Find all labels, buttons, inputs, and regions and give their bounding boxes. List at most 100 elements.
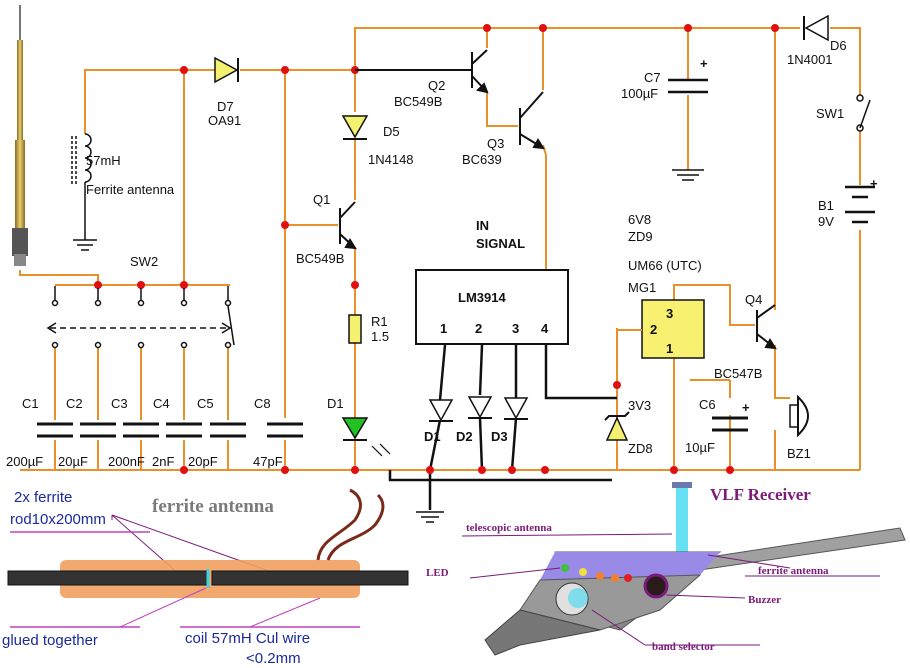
d6-diode	[803, 14, 829, 42]
c3-value: 200nF	[108, 454, 145, 469]
ferrite-label: ferrite antenna	[758, 565, 829, 577]
q2-transistor	[355, 49, 489, 94]
q4-transistor	[756, 304, 777, 350]
c2-name: C2	[66, 396, 83, 411]
ferrite-antenna-title: ferrite antenna	[152, 496, 274, 517]
ic-name: LM3914	[458, 290, 506, 305]
bar-leds	[428, 396, 529, 422]
buzzer-label: Buzzer	[748, 594, 781, 606]
d5-name: D5	[383, 124, 400, 139]
c5-name: C5	[197, 396, 214, 411]
sw1-name: SW1	[816, 106, 844, 121]
b1-name: B1	[818, 198, 834, 213]
c1-name: C1	[22, 396, 39, 411]
c4-value: 2nF	[152, 454, 174, 469]
c6-capacitor	[712, 416, 748, 432]
d5-type: 1N4148	[368, 152, 414, 167]
ferrite-inductor	[71, 133, 97, 251]
bz1-name: BZ1	[787, 446, 811, 461]
zd9-value: 6V8	[628, 212, 651, 227]
coil-caption-2: <0.2mm	[246, 650, 301, 667]
zd8-value: 3V3	[628, 398, 651, 413]
svg-text:+: +	[742, 400, 750, 415]
q2-name: Q2	[428, 78, 445, 93]
q3-transistor	[519, 91, 545, 150]
q4-type: BC547B	[714, 366, 762, 381]
c1-value: 200µF	[6, 454, 43, 469]
mg1-type: UM66 (UTC)	[628, 258, 702, 273]
ic-pin4: 4	[541, 321, 549, 336]
sw2-band-switch	[46, 286, 235, 349]
lm3914-chip	[415, 269, 569, 345]
c7-capacitor	[668, 78, 708, 181]
inductor-value: 57mH	[86, 153, 121, 168]
led-d2: D2	[456, 429, 473, 444]
coil-caption-1: coil 57mH Cul wire	[185, 630, 310, 647]
led-d1: D1	[424, 429, 441, 444]
r1-value: 1.5	[371, 329, 389, 344]
mg1-name: MG1	[628, 280, 656, 295]
q1-name: Q1	[313, 192, 330, 207]
c4-name: C4	[153, 396, 170, 411]
q2-type: BC549B	[394, 94, 442, 109]
svg-text:+: +	[700, 56, 708, 71]
rod-caption-1: 2x ferrite	[14, 489, 72, 506]
buzzer-symbol	[789, 394, 809, 438]
led-label: LED	[426, 567, 449, 579]
telescopic-label: telescopic antenna	[466, 522, 552, 534]
q1-transistor	[339, 201, 357, 250]
chip-wires	[388, 270, 617, 510]
ground-symbol	[416, 511, 444, 523]
d7-type: OA91	[208, 113, 241, 128]
sw2-name: SW2	[130, 254, 158, 269]
c3-name: C3	[111, 396, 128, 411]
ic-pin3: 3	[512, 321, 519, 336]
in-signal-1: IN	[476, 218, 489, 233]
mg-pin3: 3	[666, 306, 673, 321]
power-led	[341, 417, 391, 457]
sw1-switch	[856, 94, 871, 132]
vlf-receiver-title: VLF Receiver	[710, 485, 811, 504]
c5-value: 20pF	[188, 454, 218, 469]
c7-name: C7	[644, 70, 661, 85]
zd8-name: ZD8	[628, 441, 653, 456]
d6-type: 1N4001	[787, 52, 833, 67]
telescopic-antenna-symbol	[12, 5, 28, 266]
d7-name: D7	[217, 99, 234, 114]
r1-resistor	[348, 314, 362, 344]
c6-name: C6	[699, 397, 716, 412]
svg-text:+: +	[870, 176, 878, 191]
led-d3: D3	[491, 429, 508, 444]
ic-pin1: 1	[440, 321, 447, 336]
band-capacitors	[37, 422, 303, 438]
r1-name: R1	[371, 314, 388, 329]
d5-diode	[341, 115, 369, 140]
vlf-receiver-drawing	[461, 482, 906, 656]
mg-pin1: 1	[666, 341, 673, 356]
ferrite-rod-drawing	[7, 488, 409, 628]
glued-caption: glued together	[2, 632, 98, 649]
mg1-chip	[641, 299, 705, 359]
q4-name: Q4	[745, 292, 762, 307]
ferrite-antenna-label: Ferrite antenna	[86, 182, 175, 197]
band-selector-label: band selector	[652, 641, 715, 653]
b1-battery	[845, 185, 875, 224]
c2-value: 20µF	[58, 454, 88, 469]
d7-diode	[214, 56, 239, 84]
rod-caption-2: rod10x200mm	[10, 511, 106, 528]
q3-name: Q3	[487, 136, 504, 151]
c8-value: 47pF	[253, 454, 283, 469]
q3-type: BC639	[462, 152, 502, 167]
d6-name: D6	[830, 38, 847, 53]
b1-value: 9V	[818, 214, 834, 229]
junction-nodes	[94, 24, 779, 474]
q1-type: BC549B	[296, 251, 344, 266]
c8-name: C8	[254, 396, 271, 411]
c7-value: 100µF	[621, 86, 658, 101]
wires	[19, 27, 861, 471]
in-signal-2: SIGNAL	[476, 236, 525, 251]
c6-value: 10µF	[685, 440, 715, 455]
ic-pin2: 2	[475, 321, 482, 336]
zd8-zener	[604, 411, 630, 441]
